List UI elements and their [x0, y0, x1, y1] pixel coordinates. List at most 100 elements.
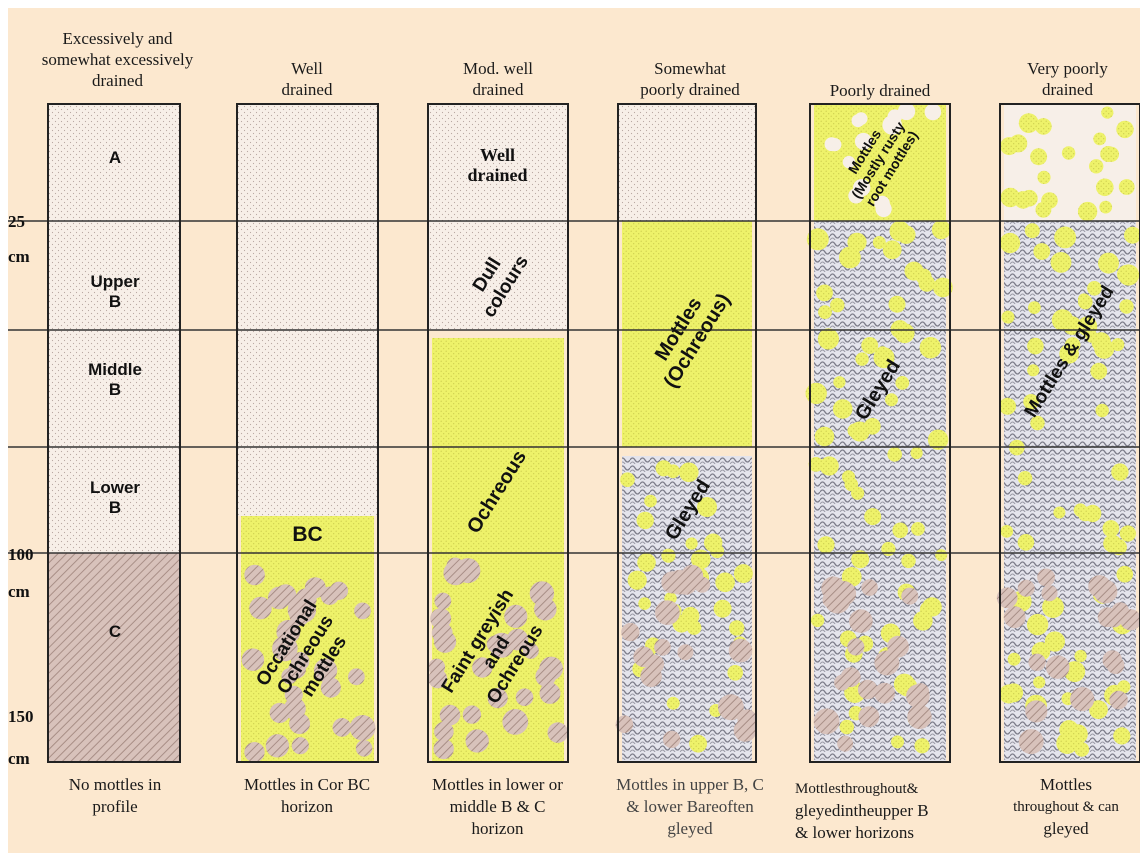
- column-2-footer-line-1: Mottles in Cor BC: [243, 775, 371, 794]
- column-6-header-line-2: drained: [1042, 80, 1093, 99]
- column-6-footer-line-1: Mottles: [1040, 775, 1092, 794]
- horizon-bc-label: BC: [292, 523, 323, 546]
- col5-yellow-mottle: [855, 352, 869, 366]
- col6-yellow-mottle: [1024, 223, 1040, 239]
- column-3-header: Mod. well drained: [428, 58, 568, 100]
- col6-yellow-mottle: [1067, 724, 1088, 745]
- col6-yellow-mottle: [1017, 471, 1033, 486]
- col4-yellow-mottle: [689, 734, 707, 753]
- col6-yellow-mottle: [1116, 565, 1134, 583]
- col5-brown-mottle: [849, 609, 873, 633]
- col5-yellow-mottle: [915, 268, 932, 285]
- col5-pale-mottle: [897, 102, 916, 121]
- col6-yellow-mottle: [1098, 252, 1119, 274]
- depth-unit-25: cm: [8, 247, 30, 266]
- profile-column-border: [236, 103, 379, 763]
- col4-brown-mottle: [677, 644, 694, 661]
- col4-yellow-mottle: [620, 472, 635, 488]
- col3-greyish-mottle: [433, 738, 454, 760]
- col3-greyish-mottle: [502, 709, 529, 735]
- col2-ochreous-mottle: [348, 668, 365, 686]
- col4-brown-mottle: [654, 638, 671, 656]
- col6-yellow-mottle: [1026, 613, 1049, 636]
- col5-brown-mottle: [887, 635, 909, 658]
- col4-brown-mottle: [733, 719, 757, 742]
- col5-yellow-mottle: [888, 295, 906, 313]
- column-4-footer-line-2: & lower Bareoften: [626, 797, 754, 816]
- col5-yellow-mottle: [887, 447, 902, 462]
- col5-yellow-mottle: [931, 220, 951, 240]
- col2-ochreous-mottle: [349, 715, 376, 741]
- col5-pale-mottle: [882, 115, 902, 135]
- col2-ochreous-mottle: [320, 677, 341, 698]
- col6-yellow-mottle: [1000, 525, 1014, 538]
- col5-brown-mottle: [813, 708, 840, 735]
- col2-ochreous-mottle: [355, 740, 373, 757]
- column-4-header-line-1: Somewhat: [654, 59, 726, 78]
- col6-yellow-mottle: [999, 232, 1021, 254]
- column-3-footer: Mottles in lower or middle B & C horizon: [410, 774, 585, 840]
- column-3-header-line-1: Mod. well: [463, 59, 533, 78]
- col6-yellow-mottle: [999, 684, 1019, 704]
- col5-yellow-mottle: [933, 277, 953, 298]
- col6-yellow-mottle-top: [1103, 146, 1119, 162]
- col6-yellow-mottle: [1027, 337, 1044, 355]
- col6-yellow-mottle: [1087, 281, 1102, 296]
- col6-yellow-mottle-top: [1021, 189, 1038, 207]
- column-4-footer: Mottles in upper B, C & lower Bareoften …: [600, 774, 780, 840]
- col6-yellow-mottle: [1119, 525, 1136, 542]
- col6-yellow-mottle: [1023, 394, 1039, 410]
- col5-yellow-mottle: [817, 536, 835, 554]
- column-1-header-line-3: drained: [92, 71, 143, 90]
- col2-ochreous-mottle: [289, 605, 311, 626]
- col4-brown-mottle: [655, 600, 680, 625]
- col3-greyish-mottle: [506, 628, 529, 651]
- col4-yellow-mottle: [627, 570, 647, 590]
- col6-brown-mottle: [1021, 731, 1043, 753]
- col2-ochreous-mottle: [354, 602, 371, 620]
- col6-yellow-mottle: [1028, 301, 1041, 314]
- col2-ochreous-mottle: [284, 685, 303, 705]
- col3-greyish-mottle: [529, 581, 555, 606]
- profile-column-border: [617, 103, 757, 763]
- col5-brown-mottle: [824, 588, 851, 614]
- col4-yellow-mottle: [681, 606, 700, 625]
- col2-ochreous-mottle: [272, 635, 298, 662]
- column-5-footer-line-2: gleyedintheupper B: [795, 801, 929, 820]
- column-2-header-line-2: drained: [281, 80, 333, 99]
- column-5-header-line-1: Poorly drained: [829, 81, 931, 100]
- col6-brown-mottle: [1003, 606, 1026, 629]
- well-drained-line-1: Well: [480, 145, 515, 165]
- column-1-header: Excessively and somewhat excessively dra…: [20, 28, 215, 91]
- horizon-a-label: A: [108, 148, 122, 167]
- col6-yellow-mottle: [1089, 700, 1108, 720]
- col5-yellow-mottle: [819, 456, 839, 476]
- col4-yellow-mottle: [644, 494, 657, 508]
- col6-yellow-mottle: [1050, 252, 1072, 273]
- col6-yellow-mottle: [1119, 299, 1134, 314]
- col6-yellow-mottle: [1091, 332, 1111, 352]
- depth-25: 25: [8, 212, 25, 231]
- col5-yellow-mottle: [927, 429, 949, 450]
- col6-yellow-mottle: [999, 397, 1016, 415]
- col4-yellow-mottle: [733, 564, 753, 584]
- col6-yellow-mottle: [1033, 243, 1051, 260]
- col5-yellow-mottle: [873, 347, 895, 369]
- horizon-c-label: C: [108, 622, 122, 641]
- column-1-header-line-2: somewhat excessively: [41, 50, 194, 69]
- profile-column-border: [47, 103, 181, 763]
- profile-column-border: [427, 103, 569, 763]
- col6-yellow-mottle-top: [1009, 134, 1028, 153]
- col4-brown-mottle: [674, 572, 698, 595]
- col4-brown-mottle: [615, 715, 634, 733]
- col5-yellow-mottle: [833, 376, 846, 389]
- col5-yellow-mottle: [919, 336, 942, 359]
- horizon-lower-b-label: Lower B: [50, 478, 180, 518]
- col5-yellow-mottle: [844, 477, 859, 492]
- col5-yellow-mottle: [872, 236, 886, 249]
- col6-yellow-mottle: [1053, 506, 1066, 519]
- col4-yellow-mottle: [637, 553, 656, 572]
- column-3-footer-line-1: Mottles in lower or: [432, 775, 563, 794]
- profile-column-border: [999, 103, 1140, 763]
